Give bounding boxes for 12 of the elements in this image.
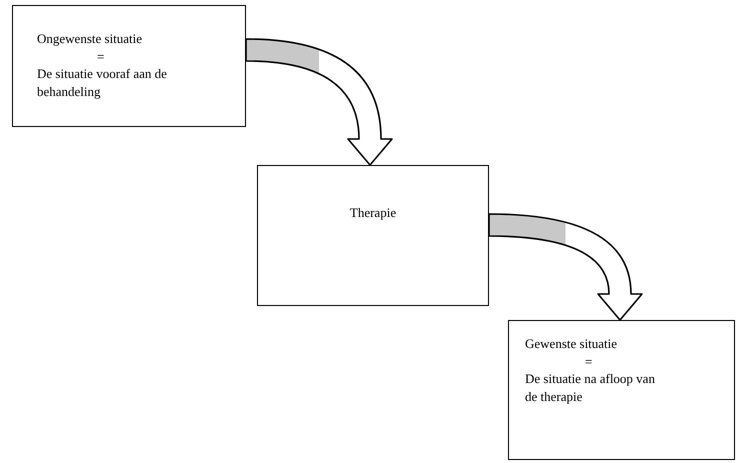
curved-block-arrow xyxy=(245,38,393,166)
box-text: Therapie xyxy=(350,204,396,222)
box-text: Ongewenste situatie xyxy=(37,30,142,48)
text-box xyxy=(12,5,246,127)
box-text: De situatie vooraf aan de behandeling xyxy=(37,65,168,100)
box-text: De situatie na afloop van de therapie xyxy=(525,370,656,406)
text-box xyxy=(257,165,489,306)
text-box xyxy=(508,320,735,460)
box-text: Gewenste situatie xyxy=(525,335,618,353)
box-text: = xyxy=(96,48,104,66)
curved-block-arrow xyxy=(488,213,643,321)
box-text: = xyxy=(584,352,592,370)
